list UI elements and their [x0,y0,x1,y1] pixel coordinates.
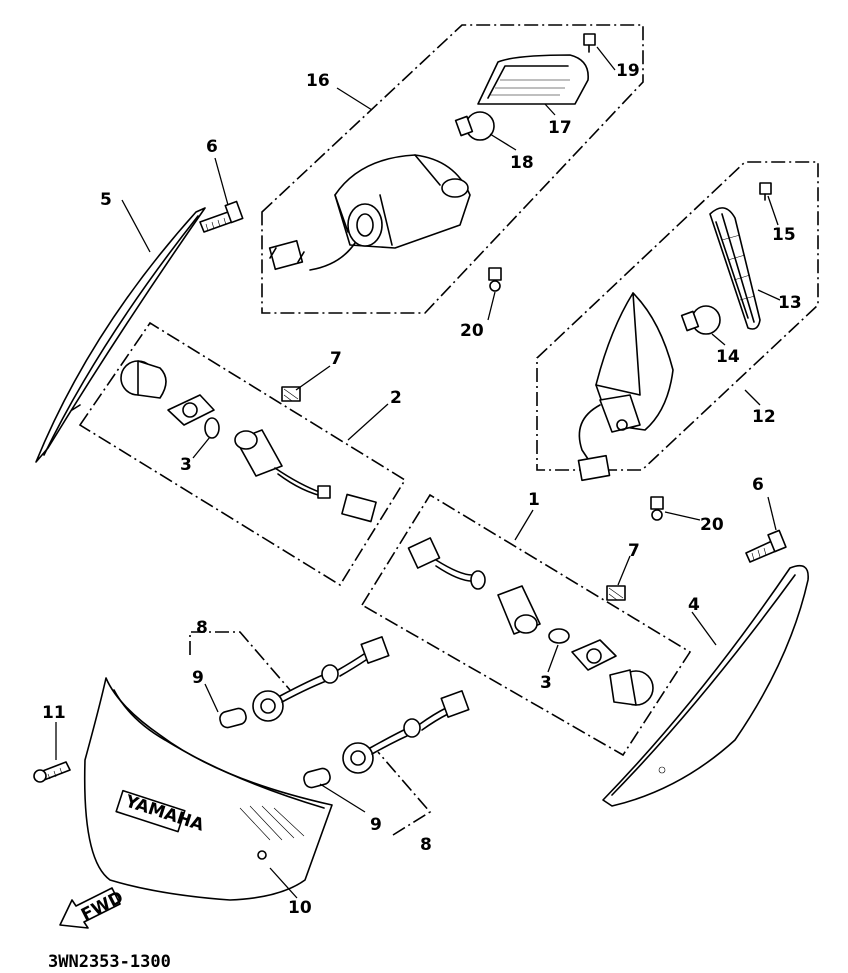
callout-8-upper: 8 [196,618,208,638]
lens-13 [709,207,761,330]
callout-10: 10 [288,898,312,918]
callout-20-top: 20 [460,321,484,341]
turn-signal-assembly-16 [268,154,471,271]
tail-cover-10 [83,677,333,901]
callout-11: 11 [42,703,66,723]
screw-7-right [606,585,626,601]
bulb-9-upper [219,707,247,729]
group-bracket-8-bottom [377,751,432,836]
screw-19 [583,33,596,53]
callout-9-upper: 9 [192,668,204,688]
bulb-9-lower [303,767,331,789]
callout-6-left: 6 [206,137,218,157]
callout-17: 17 [548,118,572,138]
callout-3-right: 3 [540,673,552,693]
callout-3-left: 3 [180,455,192,475]
turn-signal-assembly-12 [577,292,674,482]
callout-2: 2 [390,388,402,408]
screw-15 [759,182,772,201]
callout-19: 19 [616,61,640,81]
callout-7-right: 7 [628,541,640,561]
side-cover-right-4 [602,564,809,807]
lamp-assembly-2 [120,360,377,523]
screw-6-left [199,200,244,233]
callout-7-left: 7 [330,349,342,369]
screw-20-bottom [650,496,664,521]
callout-20-bottom: 20 [700,515,724,535]
callout-15: 15 [772,225,796,245]
group-box-12 [536,161,819,471]
screw-7-left [281,386,301,402]
screw-6-right [745,529,787,563]
callout-6-right: 6 [752,475,764,495]
callout-4: 4 [688,595,700,615]
screw-11 [33,761,71,783]
callout-1: 1 [528,490,540,510]
bulb-14 [680,305,721,335]
callout-5: 5 [100,190,112,210]
callout-14: 14 [716,347,740,367]
bulb-18 [454,111,495,141]
callout-12: 12 [752,407,776,427]
callout-16: 16 [306,71,330,91]
lens-17 [477,54,589,105]
part-code: 3WN2353-1300 [48,952,171,972]
screw-20-top [488,267,502,292]
callout-9-lower: 9 [370,815,382,835]
socket-8-lower [342,690,470,774]
lamp-assembly-1 [407,537,654,706]
group-bracket-8-top [189,631,291,691]
group-box-1 [360,493,692,757]
callout-8-lower: 8 [420,835,432,855]
group-box-16 [261,24,644,314]
group-box-2 [78,321,407,587]
leader-lines [55,46,781,899]
socket-8-upper [252,636,390,722]
callout-13: 13 [778,293,802,313]
side-cover-left-5 [35,207,206,463]
callout-18: 18 [510,153,534,173]
fwd-arrow-icon [59,887,121,929]
